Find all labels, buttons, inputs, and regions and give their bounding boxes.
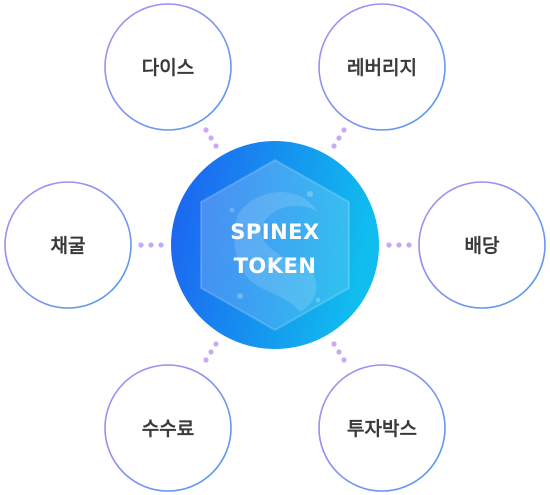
node-label-mining: 채굴 xyxy=(51,235,86,257)
node-fee: 수수료 xyxy=(104,364,232,492)
connector-investbox xyxy=(331,341,347,363)
node-leverage: 레버리지 xyxy=(318,3,446,131)
connector-dividend xyxy=(386,242,412,248)
node-label-dice: 다이스 xyxy=(142,57,194,79)
node-dividend: 배당 xyxy=(418,181,546,309)
center-title-line1: SPINEX xyxy=(230,220,319,244)
connector-mining xyxy=(138,242,164,248)
node-label-fee: 수수료 xyxy=(142,418,194,440)
center-title-line2: TOKEN xyxy=(234,254,317,278)
connector-dice xyxy=(203,127,219,149)
node-mining: 채굴 xyxy=(4,181,132,309)
connectors xyxy=(138,127,412,363)
spinex-logo-icon xyxy=(200,158,350,332)
connector-fee xyxy=(203,341,219,363)
node-label-investbox: 투자박스 xyxy=(347,418,417,440)
node-dice: 다이스 xyxy=(104,3,232,131)
node-label-leverage: 레버리지 xyxy=(347,57,417,79)
connector-leverage xyxy=(331,127,347,149)
node-investbox: 투자박스 xyxy=(318,364,446,492)
center-token: SPINEX TOKEN xyxy=(171,141,379,349)
node-label-dividend: 배당 xyxy=(465,235,500,257)
